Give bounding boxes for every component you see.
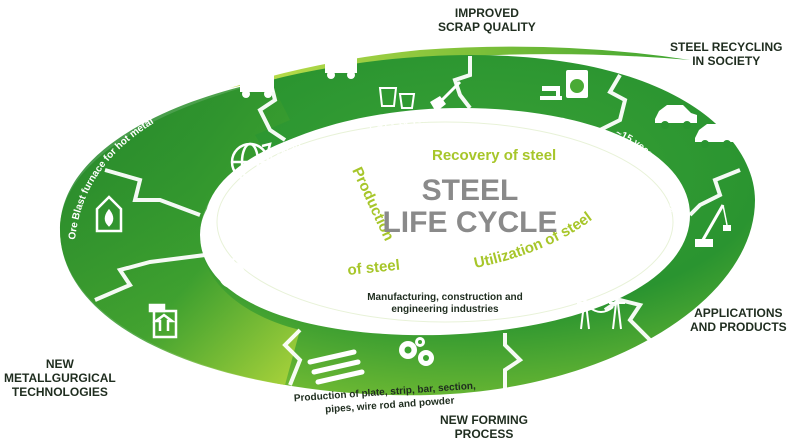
recycle-globe-icon (230, 142, 272, 182)
outer-arc (230, 46, 690, 88)
shovel-icon (430, 80, 462, 112)
sewing-machine-icon (540, 86, 562, 100)
segment-dividers (94, 56, 741, 393)
gears-icon (399, 337, 434, 366)
inner-ellipse-outline (216, 121, 674, 323)
bucket-icon (378, 87, 416, 109)
washing-machine-icon (566, 70, 588, 98)
recycling-line-2: IN SOCIETY (692, 54, 761, 68)
metallurgical-line-1: NEW (45, 357, 74, 371)
forming-line-1: NEW FORMING (440, 413, 528, 427)
manufacturing-label-line-2: engineering industries (391, 304, 499, 315)
mine-cart-icon (325, 47, 357, 79)
title-line-2: LIFE CYCLE (382, 206, 557, 239)
crane-icon (695, 204, 731, 247)
title-line-1: STEEL (422, 174, 519, 207)
of-steel-heading: of steel (347, 257, 401, 279)
improved-scrap-line-1: IMPROVED (454, 6, 519, 20)
car-icon (695, 124, 737, 148)
pipes-icon (307, 349, 365, 385)
recovery-of-steel-heading: Recovery of steel (432, 147, 556, 164)
left-segment (60, 80, 300, 385)
recycling-label: STEEL RECYCLING IN SOCIETY (670, 40, 782, 68)
applications-label: APPLICATIONS AND PRODUCTS (690, 306, 787, 334)
duration-5-50-years: ~5 - 50 years (505, 113, 567, 126)
arc-furnace-icon (218, 246, 264, 299)
blast-furnace-icon (95, 195, 123, 233)
power-pylon-icon (577, 294, 625, 330)
metallurgical-line-3: TECHNOLOGIES (11, 385, 108, 399)
applications-line-1: APPLICATIONS (694, 306, 783, 320)
improved-scrap-label: IMPROVED SCRAP QUALITY (438, 6, 536, 34)
forming-label: NEW FORMING PROCESS (440, 413, 528, 441)
manufacturing-label-line-1: Manufacturing, construction and (367, 292, 523, 303)
metallurgical-label: NEW METALLGURGICAL TECHNOLOGIES (4, 357, 116, 399)
inner-ellipse (205, 114, 685, 330)
improved-scrap-line-2: SCRAP QUALITY (438, 20, 536, 34)
metallurgical-line-2: METALLGURGICAL (4, 371, 116, 385)
car-icon (655, 105, 697, 129)
forming-line-2: PROCESS (454, 427, 514, 441)
mine-cart-icon (240, 64, 274, 98)
recycling-line-1: STEEL RECYCLING (670, 40, 783, 54)
converter-icon (148, 303, 178, 339)
applications-line-2: AND PRODUCTS (690, 320, 787, 334)
